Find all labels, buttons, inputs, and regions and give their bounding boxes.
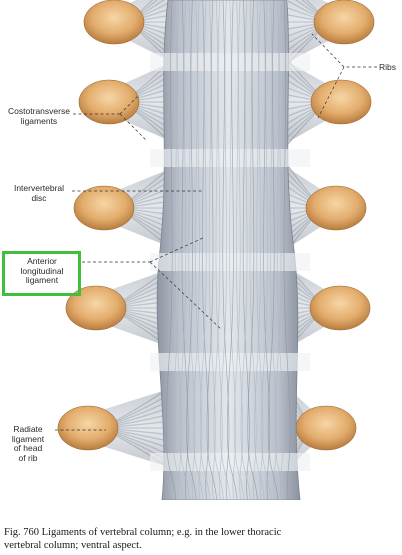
rib-head-right [313,0,375,45]
highlight-box [2,251,81,296]
label-radiate-line2: ligament [11,433,45,444]
disc-band [150,253,310,271]
ligament-fiber [179,0,190,501]
label-intervertebral-line2: disc [31,192,47,203]
label-anterior-line2: longitudinal [20,265,64,276]
fan-sheet [123,62,172,142]
ligament-fiber [267,0,279,501]
ligament-fiber [229,0,237,501]
label-ribs-text: Ribs [379,62,397,72]
ligament-fiber [174,0,182,501]
ligament-fiber [213,0,224,501]
rib-heads [57,0,375,451]
label-ribs: Ribs [379,62,397,73]
label-anterior-longitudinal-ligament: Anterior longitudinal ligament [6,256,78,286]
rib-head-right [309,285,371,331]
fan-sheet [288,62,327,142]
ligament-fiber [283,0,291,501]
label-radiate-line3: of head [13,443,43,453]
rib-head-right [295,405,357,451]
label-intervertebral-line1: Intervertebral [13,183,65,193]
ligament-fiber [261,0,272,501]
fan-sheet [110,268,172,348]
figure-caption: Fig. 760 Ligaments of vertebral column; … [4,526,400,552]
caption-line1: Fig. 760 Ligaments of vertebral column; … [4,527,282,538]
disc-band [150,149,310,167]
rib-head-left [57,405,119,451]
ligament-fiber [236,0,243,501]
rib-head-left [65,285,127,331]
label-intervertebral-disc: Intervertebral disc [6,183,72,203]
ligament-fiber [206,0,218,501]
ligament-fiber [256,0,264,501]
rib-head-right [305,185,367,231]
ligament-fiber [199,0,211,501]
ligament-fiber [263,0,271,501]
ligament-fiber [208,0,216,501]
ligament-fiber [240,0,252,501]
label-radiate-line4: of rib [18,452,38,463]
ligament-fiber [215,0,223,501]
disc-band [150,53,310,71]
ligament-fiber [254,0,265,501]
ligament-fiber [274,0,286,501]
ligament-fiber [165,0,177,501]
ligament-fiber [181,0,189,501]
ligament-fiber [270,0,277,501]
ligament-fiber [172,0,184,501]
label-anterior-line1: Anterior [27,256,57,266]
ligament-fiber [202,0,209,501]
fan-sheet [288,168,322,248]
label-radiate-line1: Radiate [13,424,43,434]
ligament-fiber [249,0,257,501]
fan-sheet [102,388,172,468]
ligament-fiber [276,0,284,501]
ligament-fibers [165,0,291,501]
label-costotransverse-line1: Costotransverse [8,106,70,116]
fan-sheet [118,168,172,248]
label-anterior-line3: ligament [25,275,59,285]
rib-head-left [73,185,135,231]
ligament-fiber [222,0,230,501]
caption-line2: vertebral column; ventral aspect. [4,540,142,551]
ligament-fiber [186,0,197,501]
ligament-fiber [220,0,231,501]
rib-head-left [83,0,145,45]
ligament-fiber [233,0,245,501]
ligament-fiber [227,0,238,501]
rib-head-right [310,79,372,125]
ligament-fiber [247,0,258,501]
label-radiate-ligament: Radiate ligament of head of rib [8,424,48,463]
label-costotransverse-ligaments: Costotransverse ligaments [4,106,74,126]
label-costotransverse-line2: ligaments [20,115,58,126]
ligament-fiber [193,0,204,501]
ligament-fiber [195,0,203,501]
ligament-fiber [188,0,196,501]
ligament-fiber [242,0,250,501]
rib-head-left [78,79,140,125]
leader-lines [55,33,377,431]
